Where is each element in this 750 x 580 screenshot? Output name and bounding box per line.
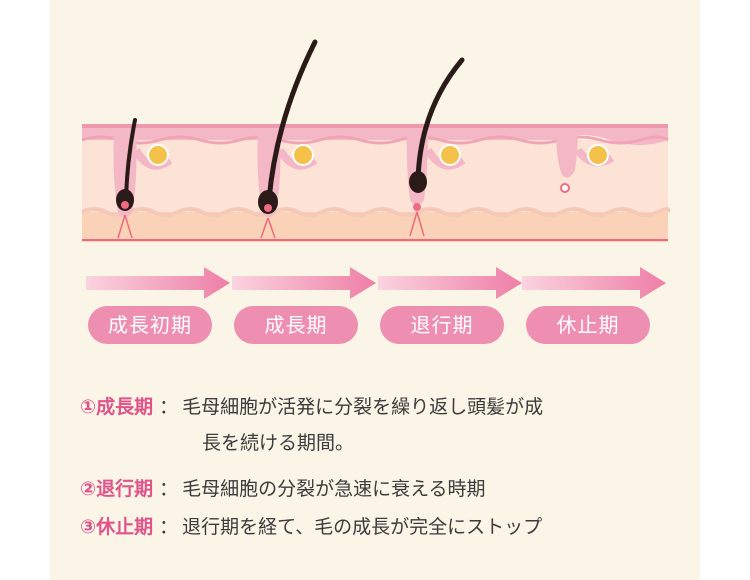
term-anagen: ①成長期	[80, 396, 154, 418]
description-text: 毛母細胞が活発に分裂を繰り返し頭髪が成	[182, 396, 544, 418]
separator: ：	[159, 396, 179, 418]
phase-arrow	[86, 267, 230, 299]
sebaceous-gland	[439, 144, 461, 166]
dermis-boundary	[81, 207, 671, 217]
sebaceous-gland	[587, 144, 609, 166]
follicle-anagen	[257, 39, 318, 239]
follicle-catagen	[406, 57, 466, 237]
term-catagen: ②退行期	[80, 478, 154, 500]
phase-arrow	[232, 267, 376, 299]
hair-shaft	[415, 57, 465, 183]
follicle-telogen	[556, 128, 615, 193]
fat-layer	[82, 210, 668, 242]
separator: ：	[159, 516, 179, 538]
phase-arrow	[522, 267, 666, 299]
phase-label-telogen: 休止期	[526, 306, 650, 344]
phase-label-anagen: 成長期	[234, 306, 358, 344]
phase-arrow	[378, 267, 522, 299]
hair-cycle-diagram	[81, 39, 671, 242]
separator: ：	[159, 478, 179, 500]
follicle-early-anagen	[113, 118, 173, 239]
sebaceous-gland	[147, 144, 169, 166]
description-text: 長を続ける期間。	[202, 432, 355, 454]
phase-label-early-anagen: 成長初期	[88, 306, 212, 344]
description-text: 毛母細胞の分裂が急速に衰える時期	[182, 478, 486, 500]
description-text: 退行期を経て、毛の成長が完全にストップ	[182, 516, 543, 538]
hair-shaft	[266, 39, 318, 203]
description-catagen: ②退行期：毛母細胞の分裂が急速に衰える時期	[80, 474, 680, 504]
description-telogen: ③休止期：退行期を経て、毛の成長が完全にストップ	[80, 512, 680, 542]
phase-label-catagen: 退行期	[380, 306, 504, 344]
term-telogen: ③休止期	[80, 516, 154, 538]
description-anagen: ①成長期：毛母細胞が活発に分裂を繰り返し頭髪が成 長を続ける期間。	[80, 392, 680, 462]
sebaceous-gland	[292, 144, 314, 166]
